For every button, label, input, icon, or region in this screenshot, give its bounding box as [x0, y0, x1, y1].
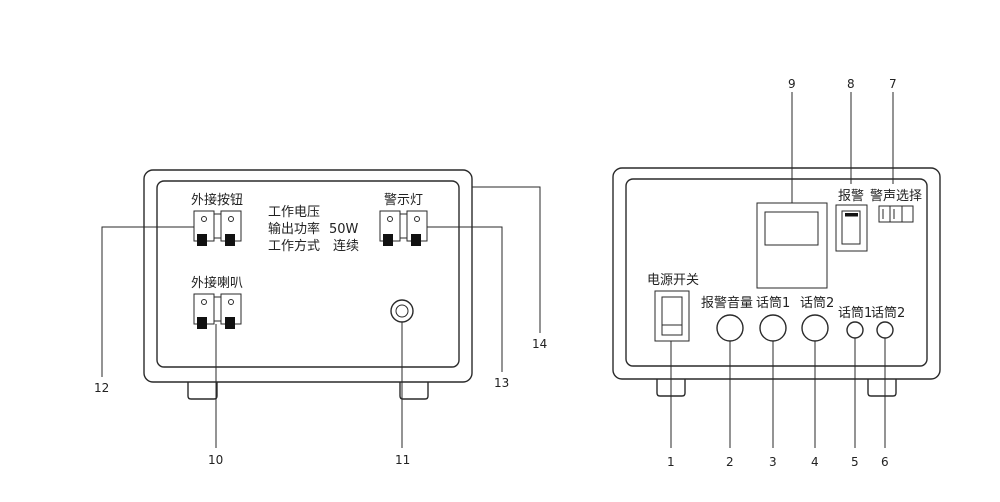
callout-6: 6: [881, 455, 889, 469]
spec-output-power-value: 50W: [329, 222, 359, 237]
callout-1: 1: [667, 455, 675, 469]
callout-3: 3: [769, 455, 777, 469]
mic1-label: 话筒1: [756, 295, 790, 311]
mic2-knob: [801, 314, 829, 342]
alarm-volume-knob: [716, 314, 744, 342]
siren-select-label: 警声选择: [870, 188, 922, 204]
rear-outer-frame: [143, 169, 473, 383]
front-inner-panel: [625, 178, 928, 367]
callout-5: 5: [851, 455, 859, 469]
alarm-switch: [835, 204, 868, 252]
rear-fuse-holder: [390, 299, 414, 323]
spec-working-voltage: 工作电压: [268, 205, 320, 220]
spec-output-power-label: 输出功率: [268, 221, 320, 237]
warning-light-terminal: [379, 210, 428, 246]
siren-select-switch: [878, 205, 914, 223]
external-button-label: 外接按钮: [191, 192, 243, 208]
leader-12: [101, 226, 194, 377]
mic2-jack-label: 话筒2: [871, 305, 905, 321]
callout-7: 7: [889, 77, 897, 91]
leader-13: [427, 226, 503, 372]
front-foot-right: [867, 379, 897, 397]
power-switch: [654, 290, 690, 342]
spec-working-mode-label: 工作方式: [268, 238, 320, 254]
mic1-jack-label: 话筒1: [838, 305, 872, 321]
callout-8: 8: [847, 77, 855, 91]
external-speaker-terminal: [193, 293, 242, 329]
leader-14: [472, 186, 541, 333]
front-outer-frame: [612, 167, 941, 380]
callout-2: 2: [726, 455, 734, 469]
external-button-terminal: [193, 210, 242, 246]
rear-inner-panel: [156, 180, 460, 368]
mic2-jack: [876, 321, 894, 339]
rear-panel-unit: 外接按钮 工作电压 输出功率 50W 工作方式 连续 警示灯: [94, 169, 547, 467]
callout-4: 4: [811, 455, 819, 469]
callout-10: 10: [208, 453, 223, 467]
warning-light-label: 警示灯: [384, 192, 423, 208]
callout-9: 9: [788, 77, 796, 91]
display-module: [756, 202, 828, 289]
rear-foot-left: [187, 382, 218, 400]
mic1-knob: [759, 314, 787, 342]
external-speaker-label: 外接喇叭: [191, 275, 243, 291]
rear-foot-right: [399, 382, 429, 400]
spec-working-mode-value: 连续: [333, 238, 359, 254]
callout-13: 13: [494, 376, 509, 390]
callout-14: 14: [532, 337, 547, 351]
front-panel-unit: 报警 警声选择 电源开关 报警音量 话筒1 话筒2: [612, 77, 941, 469]
alarm-volume-label: 报警音量: [701, 295, 753, 311]
callout-12: 12: [94, 381, 109, 395]
power-switch-label: 电源开关: [647, 273, 699, 288]
callout-11: 11: [395, 453, 410, 467]
mic1-jack: [846, 321, 864, 339]
mic2-label: 话筒2: [800, 295, 834, 311]
alarm-label: 报警: [838, 188, 864, 204]
